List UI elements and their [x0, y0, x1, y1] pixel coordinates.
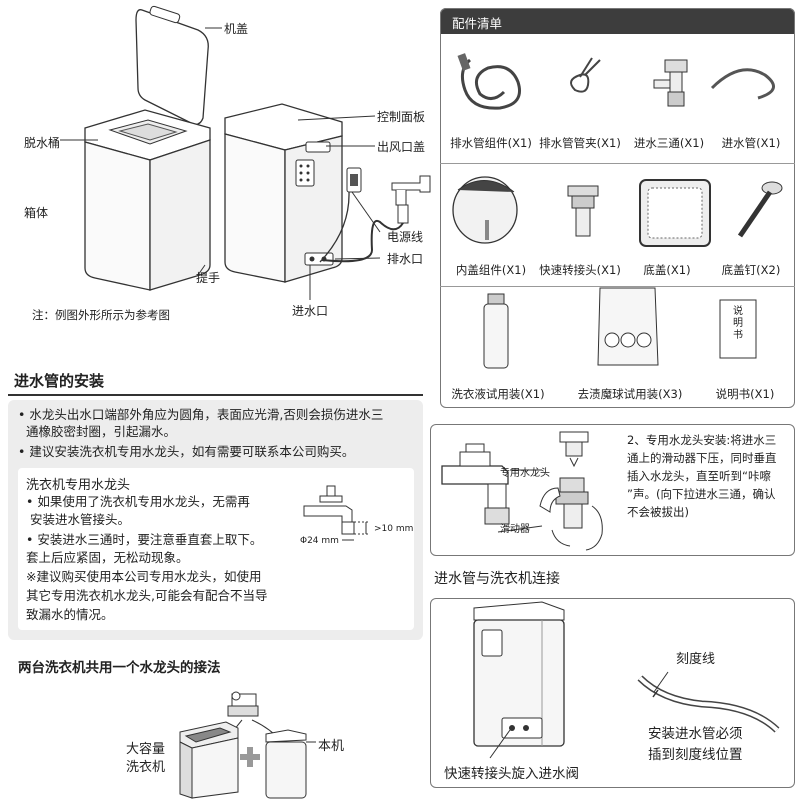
- faucet-box-line: • 如果使用了洗衣机专用水龙头，无需再: [26, 494, 250, 509]
- divider: [440, 286, 795, 287]
- manual-booklet-text: 说明书: [733, 306, 743, 341]
- label-big-machine-1: 大容量: [126, 742, 166, 757]
- faucet-box-title: 洗衣机专用水龙头: [26, 478, 131, 493]
- connect-illustration: [473, 601, 780, 759]
- faucet-box-line: 套上后应紧固，无松动现象。: [26, 550, 189, 565]
- faucet-box: [18, 468, 414, 630]
- connect-instruction-line-2: 插到刻度线位置: [648, 747, 743, 763]
- label-handle: 提手: [196, 271, 221, 285]
- inlet-note-2: • 建议安装洗衣机专用水龙头，如有需要可联系本公司购买。: [18, 443, 354, 460]
- faucet-box-line: 其它专用洗衣机水龙头,可能会有配合不当导: [26, 588, 268, 603]
- accessory-label: 快速转接头(X1): [539, 263, 621, 277]
- accessory-list-frame: [440, 8, 795, 408]
- label-control-panel: 控制面板: [377, 110, 426, 124]
- note-1-line-1: 水龙头出水口端部外角应为圆角，表面应光滑,否则会损伤进水三: [29, 407, 384, 422]
- faucet-install-illustration: [441, 431, 603, 551]
- label-spin-tub: 脱水桶: [24, 136, 61, 150]
- accessory-label: 排水管组件(X1): [450, 136, 532, 150]
- label-this-machine: 本机: [318, 739, 345, 754]
- accessory-label: 洗衣液试用装(X1): [451, 387, 545, 401]
- accessory-list-title: 配件清单: [452, 16, 503, 31]
- label-drain-outlet: 排水口: [387, 252, 424, 266]
- faucet-install-line: 通上的滑动器下压，同时垂直: [627, 451, 777, 465]
- dimension-length: >10 mm: [374, 524, 414, 534]
- faucet-install-line: 插入水龙头，直至听到“咔嚓: [627, 469, 771, 483]
- faucet-box-line: • 安装进水三通时，要注意垂直套上取下。: [26, 532, 263, 547]
- section-heading: 进水管的安装: [14, 372, 105, 390]
- accessory-list-header: [440, 8, 795, 34]
- label-special-faucet: 专用水龙头: [500, 468, 550, 479]
- adapter-caption: 快速转接头旋入进水阀: [444, 766, 579, 782]
- shared-faucet-heading: 两台洗衣机共用一个水龙头的接法: [18, 660, 221, 676]
- label-water-inlet: 进水口: [292, 304, 329, 318]
- connect-instruction-line-1: 安装进水管必须: [648, 726, 743, 742]
- faucet-install-line: ”声。(向下拉进水三通，确认: [627, 487, 776, 501]
- accessory-label: 进水三通(X1): [633, 136, 705, 150]
- faucet-dimension-drawing: [303, 485, 370, 541]
- section-bar: [8, 394, 423, 396]
- machine-note: 注：例图外形所示为参考图: [32, 308, 170, 322]
- label-cabinet: 箱体: [24, 206, 49, 220]
- connect-frame: [430, 598, 795, 788]
- accessory-label: 底盖钉(X2): [721, 263, 781, 277]
- connect-heading: 进水管与洗衣机连接: [434, 571, 560, 587]
- label-slider: 滑动器: [500, 524, 530, 535]
- inlet-note-1: • 水龙头出水口端部外角应为圆角，表面应光滑,否则会损伤进水三: [18, 406, 383, 423]
- accessory-label: 排水管管夹(X1): [539, 136, 621, 150]
- inlet-note-1-cont: 通橡胶密封圈，引起漏水。: [26, 424, 177, 439]
- faucet-install-frame: [430, 424, 795, 556]
- bullet-dot: •: [18, 407, 30, 422]
- faucet-box-line: ※建议购买使用本公司专用水龙头，如使用: [26, 569, 262, 584]
- faucet-install-line: 不会被拔出): [627, 505, 689, 519]
- label-power-cord: 电源线: [387, 230, 424, 244]
- accessory-label: 进水管(X1): [721, 136, 781, 150]
- label-scale-line: 刻度线: [676, 652, 716, 667]
- accessory-label: 去渍魔球试用装(X3): [577, 387, 683, 401]
- label-big-machine-2: 洗衣机: [126, 760, 166, 775]
- faucet-box-line: 致漏水的情况。: [26, 607, 114, 622]
- faucet-box-line: 安装进水管接头。: [30, 512, 131, 527]
- accessory-label: 说明书(X1): [715, 387, 775, 401]
- faucet-install-line: 2、专用水龙头安装:将进水三: [627, 433, 777, 447]
- washer-front-illustration: [60, 5, 431, 300]
- note-2-text: 建议安装洗衣机专用水龙头，如有需要可联系本公司购买。: [29, 444, 355, 459]
- dimension-diameter: Φ24 mm: [300, 536, 339, 546]
- accessory-label: 内盖组件(X1): [455, 263, 527, 277]
- divider: [440, 163, 795, 164]
- accessory-label: 底盖(X1): [643, 263, 691, 277]
- label-lid: 机盖: [224, 22, 249, 36]
- bullet-dot: •: [18, 444, 30, 459]
- shared-faucet-illustration: [179, 691, 316, 799]
- label-vent-cover: 出风口盖: [377, 140, 426, 154]
- accessory-icons: [452, 53, 783, 369]
